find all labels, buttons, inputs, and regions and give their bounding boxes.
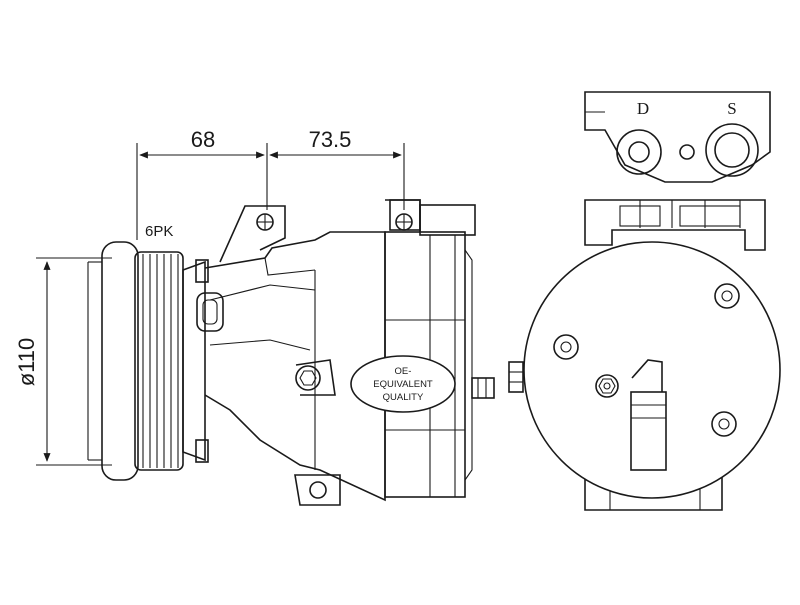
port-center-hole bbox=[679, 144, 695, 160]
control-valve bbox=[630, 391, 667, 471]
rear-body-circle bbox=[523, 241, 781, 499]
pulley-grooves bbox=[134, 251, 184, 471]
side-bolt bbox=[295, 365, 321, 391]
rear-bolt-2 bbox=[553, 334, 579, 360]
dim-68-label: 68 bbox=[191, 127, 215, 152]
port-view bbox=[584, 91, 771, 183]
clutch-connector bbox=[196, 292, 224, 332]
mount-hole-bottom bbox=[309, 481, 327, 499]
side-view bbox=[87, 199, 495, 506]
badge-line-2: EQUIVALENT bbox=[373, 379, 433, 390]
port-d-label: D bbox=[637, 99, 649, 118]
rear-view bbox=[508, 199, 781, 511]
dim-73-label: 73.5 bbox=[309, 127, 352, 152]
port-d-inner bbox=[628, 141, 650, 163]
badge-line-1: OE- bbox=[395, 366, 412, 377]
port-s-inner bbox=[714, 132, 750, 168]
badge-line-3: QUALITY bbox=[383, 392, 424, 403]
rear-left-stud bbox=[508, 361, 524, 393]
port-s-label: S bbox=[727, 99, 736, 118]
rear-bolt-1 bbox=[714, 283, 740, 309]
rear-fitting bbox=[471, 377, 495, 399]
rear-bolt-3 bbox=[711, 411, 737, 437]
oe-equivalent-badge bbox=[350, 355, 456, 413]
pulley-outer bbox=[101, 241, 139, 481]
rear-center-fitting bbox=[595, 374, 619, 398]
control-valve-wire bbox=[631, 359, 663, 392]
dimension-lines bbox=[36, 143, 405, 466]
dim-diameter-label: ø110 bbox=[14, 338, 39, 387]
belt-type-label: 6PK bbox=[145, 223, 173, 240]
port-d-outer bbox=[616, 129, 662, 175]
port-s-outer bbox=[705, 123, 759, 177]
